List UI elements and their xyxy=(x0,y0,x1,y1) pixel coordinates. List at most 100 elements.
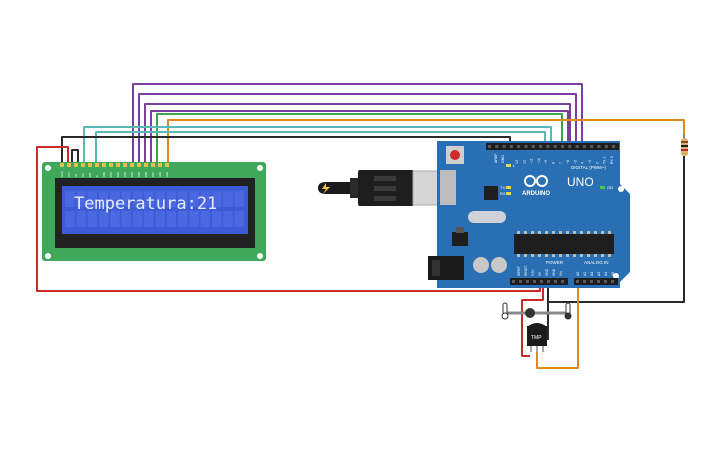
lcd-pin[interactable] xyxy=(81,163,85,167)
lcd-pin-label: RS xyxy=(81,173,85,177)
chip-pin xyxy=(545,231,548,234)
usb-plug-grip-1 xyxy=(374,176,396,181)
header-pin[interactable] xyxy=(597,145,601,148)
lcd-pin[interactable] xyxy=(67,163,71,167)
digital-header[interactable] xyxy=(486,143,619,150)
digital-pin-label: ~6 xyxy=(566,160,570,164)
power-pin-label: GND xyxy=(545,268,549,276)
lcd-pin[interactable] xyxy=(130,163,134,167)
header-pin[interactable] xyxy=(576,280,579,283)
header-pin[interactable] xyxy=(533,280,536,283)
header-pin[interactable] xyxy=(531,145,535,148)
chip-pin xyxy=(594,254,597,257)
header-pin[interactable] xyxy=(553,145,557,148)
lcd-pin[interactable] xyxy=(102,163,106,167)
header-pin[interactable] xyxy=(546,145,550,148)
header-pin[interactable] xyxy=(590,280,593,283)
header-pin[interactable] xyxy=(495,145,499,148)
header-pin[interactable] xyxy=(582,145,586,148)
header-pin[interactable] xyxy=(597,280,600,283)
wire-black-2 xyxy=(71,149,79,162)
header-pin[interactable] xyxy=(612,145,616,148)
lcd-char-cell xyxy=(110,191,120,207)
header-pin[interactable] xyxy=(583,280,586,283)
header-pin[interactable] xyxy=(512,280,515,283)
wires xyxy=(36,83,685,369)
led-tx xyxy=(506,186,511,189)
lcd-pin-label: DB0 xyxy=(102,171,106,177)
lcd-char-cell xyxy=(223,211,233,227)
power-header-strip xyxy=(510,278,568,285)
usb-cable[interactable] xyxy=(318,170,451,206)
lcd-pin[interactable] xyxy=(144,163,148,167)
gnd-label: GND xyxy=(501,155,505,163)
voltage-regulator xyxy=(452,232,468,246)
wire-purple-1 xyxy=(132,83,583,162)
arduino-logo-icon xyxy=(524,175,548,187)
header-pin[interactable] xyxy=(526,280,529,283)
header-pin[interactable] xyxy=(547,280,550,283)
lcd-pin[interactable] xyxy=(116,163,120,167)
lcd-char-cell xyxy=(155,211,165,227)
chip-pin xyxy=(538,254,541,257)
header-pin[interactable] xyxy=(539,145,543,148)
lcd-pin[interactable] xyxy=(74,163,78,167)
lcd-pin[interactable] xyxy=(60,163,64,167)
sensor-body xyxy=(527,326,547,346)
lcd-pin-label: GND xyxy=(60,171,64,177)
header-pin[interactable] xyxy=(575,145,579,148)
resistor[interactable] xyxy=(681,134,688,156)
lcd-char-cell xyxy=(144,191,154,207)
header-pin[interactable] xyxy=(604,145,608,148)
lcd-char-cell xyxy=(234,191,245,207)
header-pin[interactable] xyxy=(568,145,572,148)
lcd-pin[interactable] xyxy=(95,163,99,167)
chip-pin xyxy=(587,231,590,234)
power-header-label: POWER xyxy=(546,260,564,265)
lcd-char-cell xyxy=(132,211,143,227)
lcd-pin[interactable] xyxy=(137,163,141,167)
reset-button-cap[interactable] xyxy=(450,150,460,160)
header-pin[interactable] xyxy=(509,145,513,148)
header-pin[interactable] xyxy=(540,280,543,283)
header-pin[interactable] xyxy=(561,145,564,148)
wire-red-lcd xyxy=(36,146,541,292)
sensor-slider-knob[interactable] xyxy=(525,308,535,318)
chip-pin xyxy=(524,231,527,234)
header-pin[interactable] xyxy=(554,280,557,283)
sensor-label: TMP xyxy=(531,335,542,341)
analog-pin-label: A3 xyxy=(597,272,601,276)
digital-pin-label: 12 xyxy=(522,160,526,164)
header-pin[interactable] xyxy=(561,280,564,283)
lcd-pin[interactable] xyxy=(123,163,127,167)
lcd-pin[interactable] xyxy=(88,163,92,167)
header-pin[interactable] xyxy=(590,145,594,148)
lcd-pin[interactable] xyxy=(165,163,169,167)
usb-plug-bolt-icon xyxy=(322,183,330,194)
chip-pin xyxy=(566,231,569,234)
wire-red-sensor xyxy=(521,280,544,357)
lcd-char-cell xyxy=(65,211,75,227)
header-pin[interactable] xyxy=(502,145,506,148)
power-pin-label: IOREF xyxy=(517,266,521,276)
chip-pin xyxy=(601,254,604,257)
header-pin[interactable] xyxy=(524,145,528,148)
digital-pin-label: ~11 xyxy=(530,158,534,164)
lcd-char-cell xyxy=(178,191,188,207)
header-pin[interactable] xyxy=(604,280,607,283)
header-pin[interactable] xyxy=(517,145,521,148)
chip-pin xyxy=(559,254,562,257)
lcd-pin[interactable] xyxy=(151,163,155,167)
power-header[interactable] xyxy=(510,278,568,285)
header-pin[interactable] xyxy=(519,280,522,283)
lcd-pin[interactable] xyxy=(158,163,162,167)
analog-header[interactable] xyxy=(574,278,618,285)
header-pin[interactable] xyxy=(488,145,491,148)
temperature-sensor[interactable]: TMP xyxy=(501,302,572,352)
capacitor-1 xyxy=(473,257,489,273)
lcd-pin[interactable] xyxy=(109,163,113,167)
header-pin[interactable] xyxy=(611,280,614,283)
